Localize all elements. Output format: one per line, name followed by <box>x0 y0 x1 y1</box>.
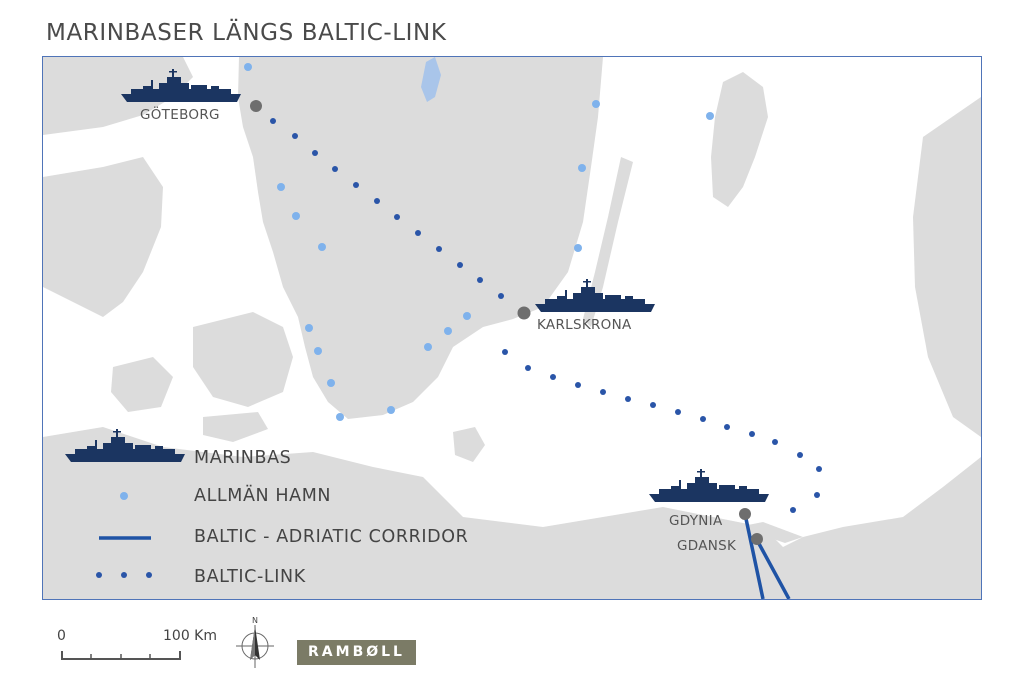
harbor-dot[interactable] <box>578 164 586 172</box>
baltic-link-dot <box>650 402 656 408</box>
land-germany <box>43 427 981 599</box>
scale-distance-label: 100 Km <box>163 628 217 644</box>
scale-zero-label: 0 <box>57 628 66 644</box>
corridor-line-1 <box>743 513 765 599</box>
baltic-link-dot <box>457 262 463 268</box>
scale-ruler <box>61 651 181 660</box>
base-label-gdynia: GDYNIA <box>669 513 723 529</box>
base-label-karlskrona: KARLSKRONA <box>537 317 632 333</box>
land-sweden <box>238 57 603 419</box>
harbor-dot[interactable] <box>318 243 326 251</box>
compass-north-label: N <box>252 616 258 625</box>
base-label-gdansk: GDANSK <box>677 538 737 554</box>
baltic-link-dot <box>332 166 338 172</box>
baltic-link-dot <box>312 150 318 156</box>
baltic-link-dot <box>436 246 442 252</box>
harbor-dot[interactable] <box>244 63 252 71</box>
baltic-link-dot <box>415 230 421 236</box>
baltic-link-dot <box>790 507 796 513</box>
land-gotland <box>711 72 768 207</box>
baltic-link-dot <box>724 424 730 430</box>
harbor-dot[interactable] <box>706 112 714 120</box>
harbor-dot[interactable] <box>592 100 600 108</box>
legend-label-baltic-link: BALTIC-LINK <box>194 567 306 587</box>
harbor-dot[interactable] <box>292 212 300 220</box>
legend-corridor-line <box>99 536 151 540</box>
baltic-link-dot <box>477 277 483 283</box>
baltic-link-dot <box>550 374 556 380</box>
legend-harbor-dot <box>120 492 128 500</box>
baltic-link-dot <box>700 416 706 422</box>
harbor-dot[interactable] <box>314 347 322 355</box>
land-hel-peninsula <box>738 522 803 543</box>
land-zealand <box>193 312 293 407</box>
harbor-dot[interactable] <box>387 406 395 414</box>
baltic-link-dot <box>816 466 822 472</box>
baltic-link-dot <box>374 198 380 204</box>
land-bornholm <box>453 427 485 462</box>
harbor-dot[interactable] <box>305 324 313 332</box>
harbor-dots <box>244 63 714 421</box>
harbor-dot[interactable] <box>424 343 432 351</box>
map-frame[interactable]: GÖTEBORG KARLSKRONA GDYNIA GDANSK MARINB… <box>42 56 982 600</box>
base-marker-goteborg[interactable] <box>250 100 262 112</box>
base-marker-gdynia[interactable] <box>739 508 751 520</box>
land-oland <box>583 157 633 327</box>
baltic-link-dot <box>772 439 778 445</box>
baltic-link-dot <box>292 133 298 139</box>
base-marker-karlskrona[interactable] <box>517 306 531 320</box>
lake-vattern <box>421 57 441 102</box>
baltic-link-dot <box>353 182 359 188</box>
baltic-link-dot <box>749 431 755 437</box>
legend-label-corridor: BALTIC - ADRIATIC CORRIDOR <box>194 527 469 547</box>
baltic-link-dot <box>270 118 276 124</box>
harbor-dot[interactable] <box>463 312 471 320</box>
baltic-link-dot <box>600 389 606 395</box>
harbor-dot[interactable] <box>336 413 344 421</box>
baltic-link-dot <box>797 452 803 458</box>
baltic-link-dot <box>394 214 400 220</box>
corridor-line-2 <box>755 539 791 599</box>
harbor-dot[interactable] <box>327 379 335 387</box>
baltic-link-route <box>270 118 822 513</box>
baltic-link-dot <box>575 382 581 388</box>
land-group <box>43 57 981 599</box>
legend-label-allman-hamn: ALLMÄN HAMN <box>194 486 332 506</box>
baltic-link-dot <box>625 396 631 402</box>
land-funen <box>111 357 173 412</box>
ship-icon <box>535 279 655 312</box>
baltic-link-dot <box>498 293 504 299</box>
baltic-link-dot <box>525 365 531 371</box>
legend-baltic-link-dots <box>96 572 152 578</box>
land-norway <box>43 57 193 135</box>
base-label-goteborg: GÖTEBORG <box>140 107 220 123</box>
harbor-dot[interactable] <box>277 183 285 191</box>
harbor-dot[interactable] <box>444 327 452 335</box>
base-marker-gdansk[interactable] <box>751 533 763 545</box>
compass-icon: N <box>236 616 274 668</box>
land-lolland <box>203 412 268 442</box>
ship-icon <box>121 69 241 102</box>
baltic-link-dot <box>675 409 681 415</box>
ship-icon <box>65 429 185 462</box>
ship-icon <box>649 469 769 502</box>
ramboll-logo: RAMBØLL <box>297 640 416 665</box>
land-east <box>913 97 981 437</box>
land-jutland <box>43 157 163 317</box>
map-title: MARINBASER LÄNGS BALTIC-LINK <box>46 20 447 46</box>
baltic-link-dot <box>814 492 820 498</box>
map-canvas[interactable] <box>43 57 981 599</box>
baltic-link-dot <box>502 349 508 355</box>
harbor-dot[interactable] <box>574 244 582 252</box>
legend-label-marinbas: MARINBAS <box>194 448 292 468</box>
